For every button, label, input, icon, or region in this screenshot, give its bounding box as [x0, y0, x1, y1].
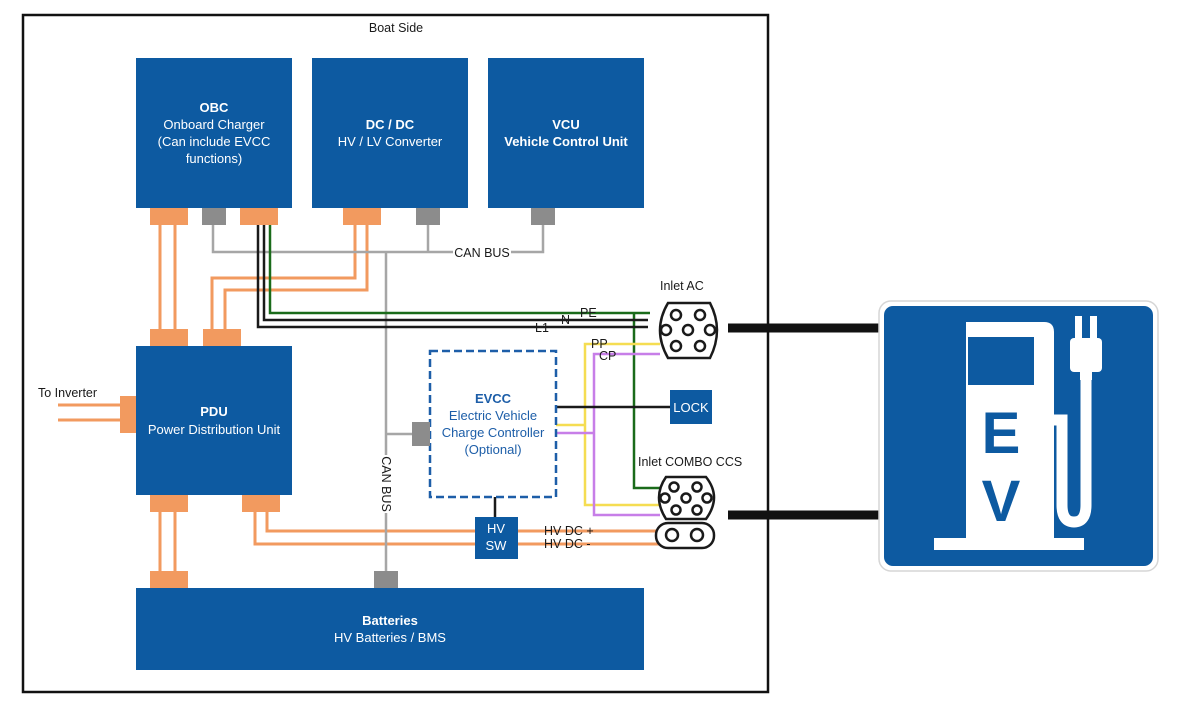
batteries-line1: HV Batteries / BMS [334, 630, 446, 645]
inlet-ac-connector [658, 301, 719, 360]
evcc-title: EVCC [475, 391, 512, 406]
inlet-ccs-label: Inlet COMBO CCS [638, 455, 742, 469]
batteries-box: Batteries HV Batteries / BMS [136, 588, 644, 670]
evcc-box: EVCC Electric Vehicle Charge Controller … [428, 349, 558, 499]
signal-wires [556, 342, 660, 517]
can-bus-horizontal-label: CAN BUS [454, 246, 510, 260]
cp-label: CP [599, 349, 616, 363]
boat-side-frame [21, 13, 770, 694]
ev-sign-letter-v: V [982, 469, 1021, 534]
hv-dc-minus-label: HV DC - [544, 537, 591, 551]
dcdc-box: DC / DC HV / LV Converter [312, 58, 468, 208]
evcc-line1: Electric Vehicle [449, 408, 537, 423]
hv-dc-plus-label: HV DC + [544, 524, 594, 538]
l1-label: L1 [535, 321, 549, 335]
ev-charging-station-sign: E V [878, 300, 1159, 572]
ev-sign-letter-e: E [982, 401, 1021, 466]
batteries-title: Batteries [362, 613, 418, 628]
hvsw-line1: HV [487, 521, 505, 536]
vcu-box: VCU Vehicle Control Unit [488, 58, 644, 208]
plug-icon [1070, 338, 1102, 372]
hv-switch-box: HV SW [475, 517, 518, 559]
to-inverter-label: To Inverter [38, 386, 97, 400]
can-bus-vertical-label: CAN BUS [379, 456, 393, 512]
external-cables [728, 323, 880, 520]
dcdc-title: DC / DC [366, 117, 415, 132]
power-terminals [120, 208, 381, 588]
vcu-title: VCU [552, 117, 579, 132]
lock-box: LOCK [670, 390, 712, 424]
inlet-ac-label: Inlet AC [660, 279, 704, 293]
obc-line2: (Can include EVCC [158, 134, 271, 149]
pe-label: PE [580, 306, 597, 320]
pdu-title: PDU [200, 404, 227, 419]
obc-line3: functions) [186, 151, 242, 166]
vcu-line1: Vehicle Control Unit [504, 134, 628, 149]
boat-side-label: Boat Side [369, 21, 423, 35]
dcdc-line1: HV / LV Converter [338, 134, 443, 149]
pdu-box: PDU Power Distribution Unit [136, 346, 292, 495]
lock-label: LOCK [673, 400, 709, 415]
obc-title: OBC [200, 100, 230, 115]
evcc-line2: Charge Controller [442, 425, 545, 440]
can-terminals [202, 208, 555, 588]
can-bus-wires [211, 225, 545, 572]
pp-label: PP [591, 337, 608, 351]
pdu-line1: Power Distribution Unit [148, 422, 281, 437]
evcc-line3: (Optional) [464, 442, 521, 457]
n-label: N [561, 313, 570, 327]
hvsw-line2: SW [486, 538, 508, 553]
obc-box: OBC Onboard Charger (Can include EVCC fu… [136, 58, 292, 208]
control-wires [493, 405, 670, 517]
ac-wires [256, 225, 660, 490]
inlet-ccs-connector [654, 475, 716, 550]
obc-line1: Onboard Charger [163, 117, 265, 132]
